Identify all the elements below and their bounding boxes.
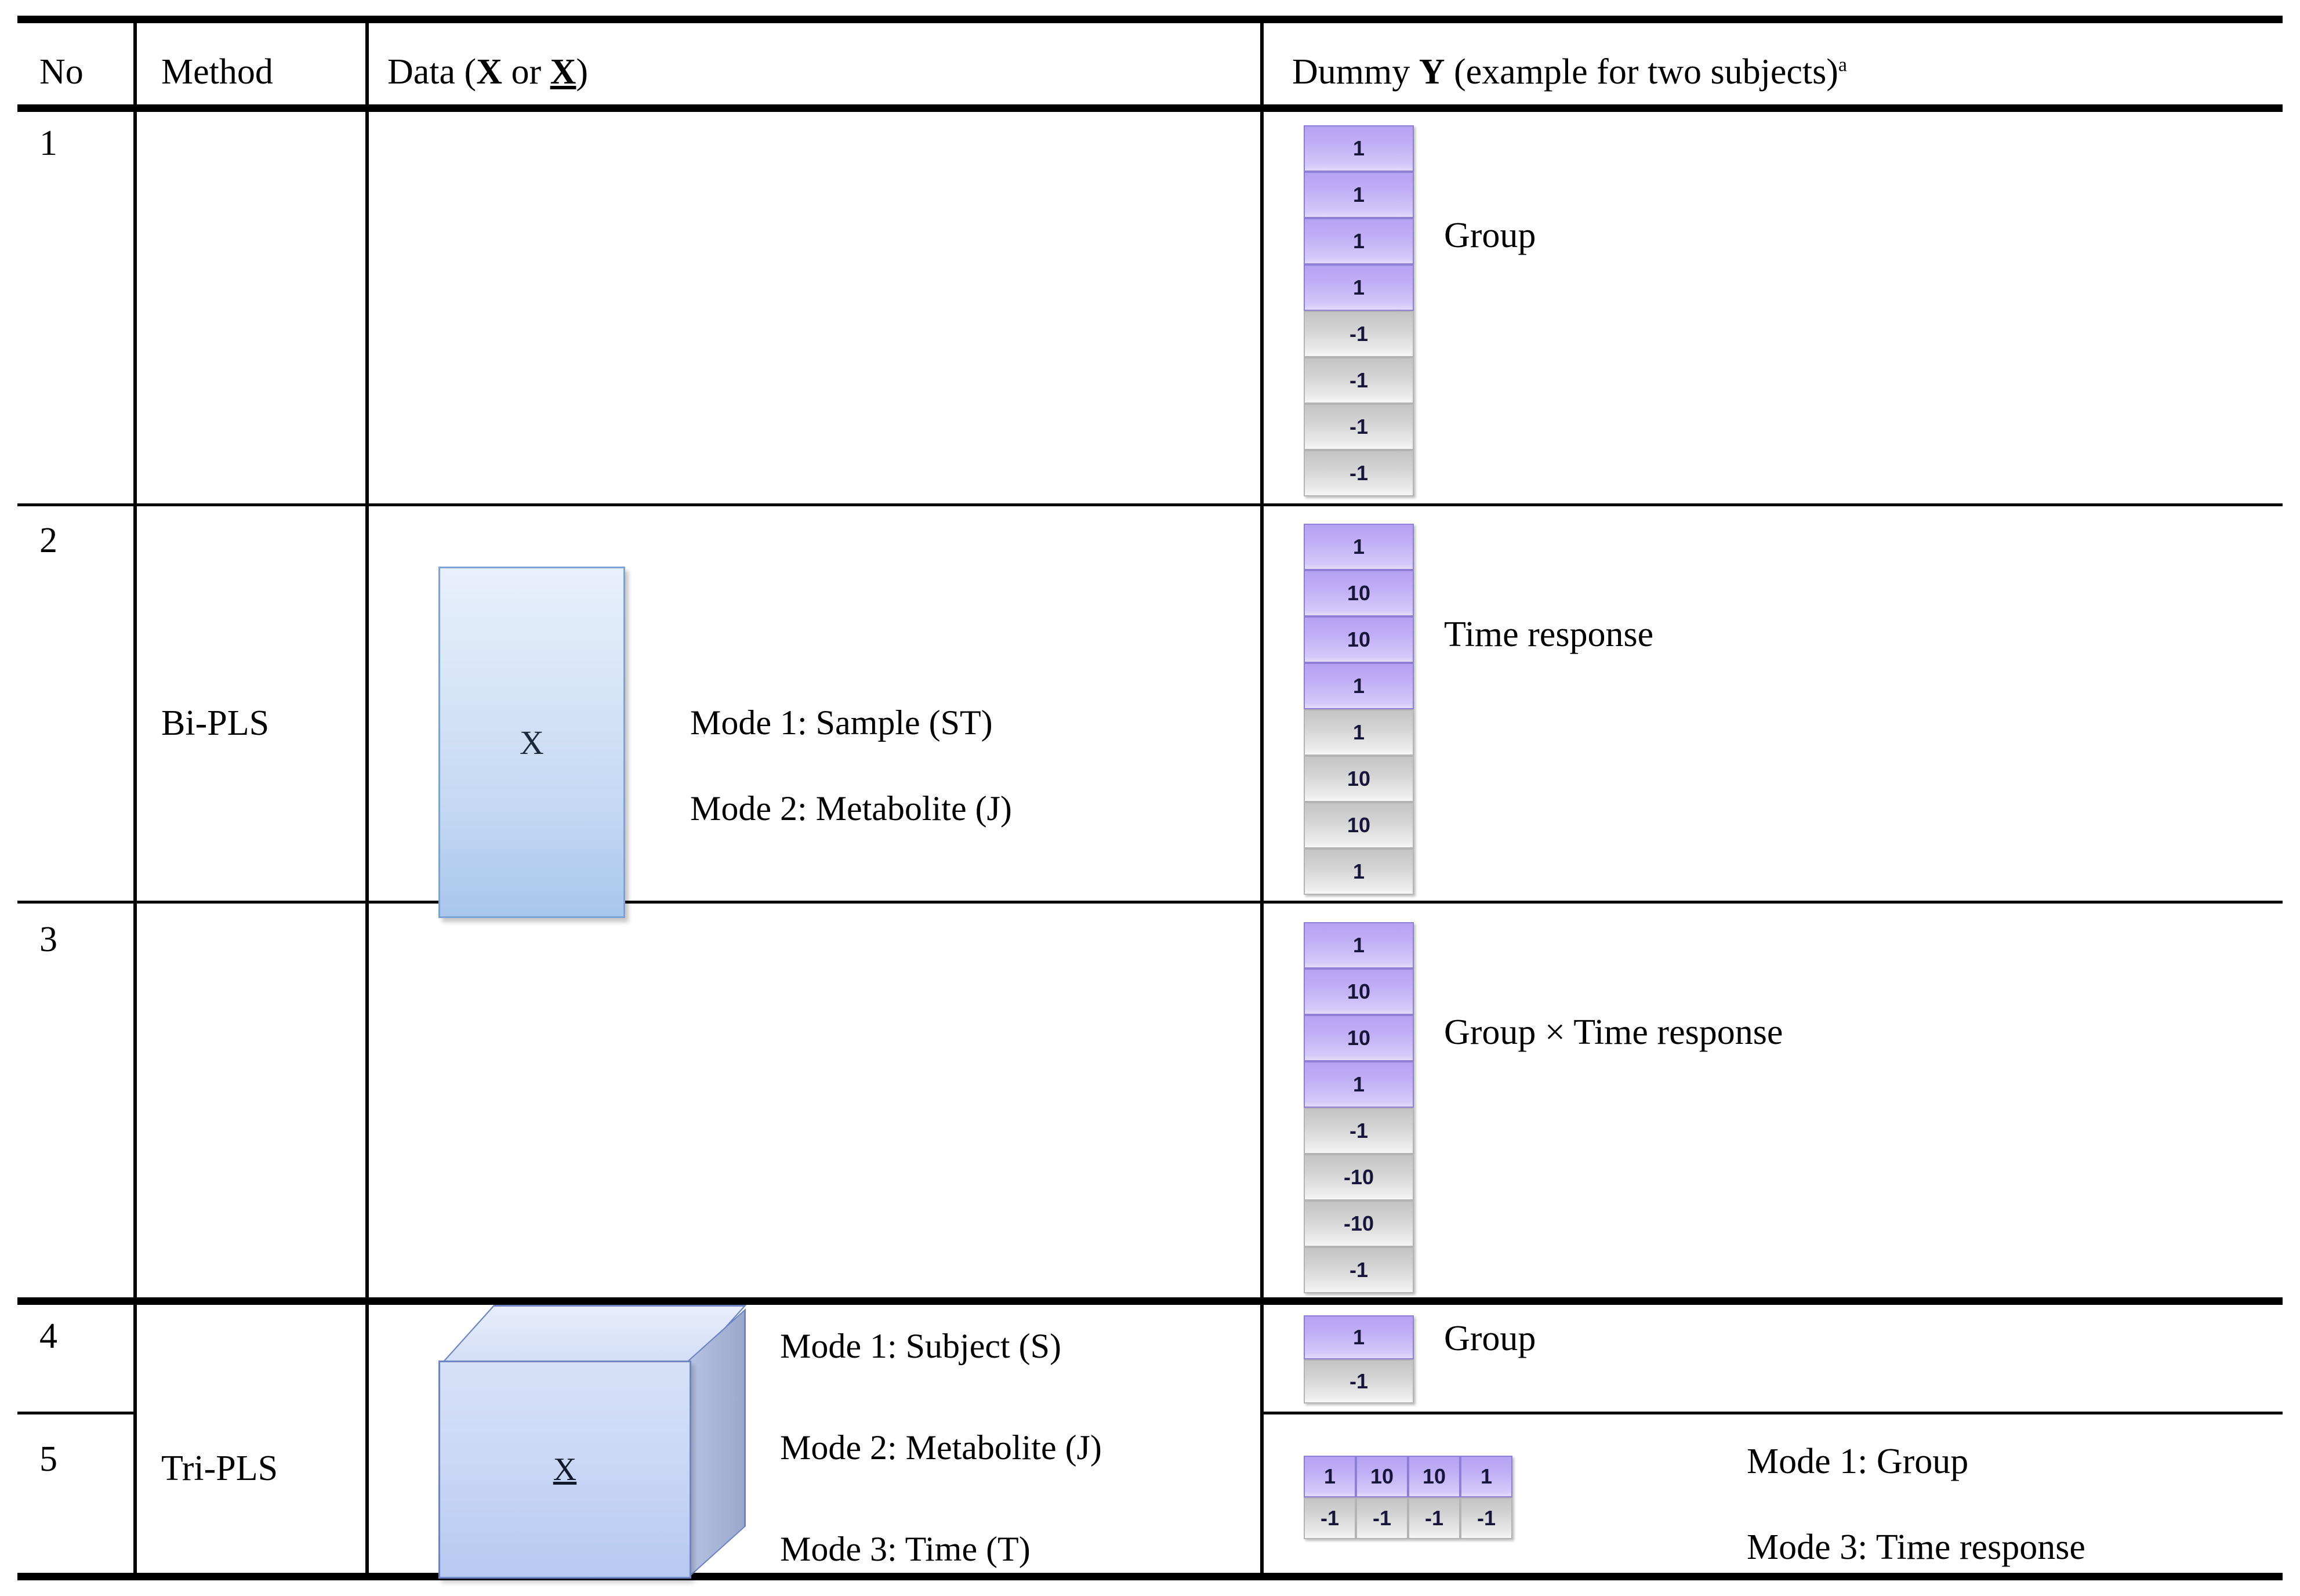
dummy-y-cell: 1 [1304,1456,1356,1497]
dummy-y-cell: -1 [1356,1497,1408,1539]
cube-front-face: X [438,1361,691,1579]
tri-pls-mode-3: Mode 3: Time (T) [780,1530,1031,1568]
dummy-y-label-row2: Time response [1444,615,1654,654]
dummy-y-cell: -1 [1408,1497,1460,1539]
dummy-y-cell: 10 [1304,802,1414,848]
header-dummy-footnote-marker: a [1838,54,1847,76]
method-tri-pls: Tri-PLS [161,1449,278,1488]
cube-x-symbol: X [553,1452,577,1488]
rule-row2-row3 [17,901,2283,904]
dummy-y-cell: -1 [1304,357,1414,404]
dummy-y-cell: -1 [1304,450,1414,496]
header-dummy-bold-y: Y [1419,52,1445,92]
dummy-y-label-row5-mode3: Mode 3: Time response [1747,1528,2085,1567]
dummy-y-cell: 1 [1304,1061,1414,1108]
dummy-y-label-row1: Group [1444,216,1536,255]
dummy-y-cell: 1 [1304,663,1414,709]
dummy-y-column-row1: 1 1 1 1 -1 -1 -1 -1 [1304,125,1414,496]
matrix-x-symbol: X [520,723,544,761]
header-data: Data (X or X) [387,53,588,91]
bi-pls-mode-1: Mode 1: Sample (ST) [690,703,993,742]
dummy-y-cell: 10 [1304,570,1414,616]
row-number-5: 5 [39,1439,57,1479]
dummy-y-cell: 10 [1304,756,1414,802]
rule-row4-row5-right [1260,1412,2283,1414]
dummy-y-cell: 1 [1304,264,1414,311]
dummy-y-cell: -1 [1304,1108,1414,1154]
rule-col-data-dummy [1260,22,1264,1573]
dummy-y-cell: 1 [1304,848,1414,895]
dummy-y-cell: 10 [1304,1015,1414,1061]
dummy-y-cell: 1 [1304,709,1414,756]
rule-col-method-data [365,22,369,1573]
dummy-y-cell: -10 [1304,1200,1414,1247]
method-bi-pls: Bi-PLS [161,703,270,743]
row-number-3: 3 [39,920,57,959]
dummy-y-cell: -1 [1304,404,1414,450]
dummy-y-cell: -1 [1304,1247,1414,1293]
rule-row1-row2 [17,503,2283,506]
dummy-y-cell: -1 [1304,1497,1356,1539]
header-data-or: or [502,52,550,92]
dummy-y-cell: 1 [1304,125,1414,172]
dummy-y-cell: 1 [1304,922,1414,969]
dummy-y-cell: -1 [1304,311,1414,357]
dummy-y-label-row3: Group × Time response [1444,1013,1783,1052]
dummy-y-cell: 1 [1460,1456,1512,1497]
header-dummy-rest: (example for two subjects) [1445,52,1838,92]
rule-row4-row5-left [17,1412,133,1414]
header-method: Method [161,52,273,92]
dummy-y-cell: 1 [1304,172,1414,218]
dummy-y-column-row3: 1 10 10 1 -1 -10 -10 -1 [1304,922,1414,1293]
header-dummy-prefix: Dummy [1292,52,1419,92]
header-no: No [39,52,84,92]
row-number-2: 2 [39,521,57,560]
dummy-y-cell: 1 [1304,524,1414,570]
dummy-y-cell: 10 [1304,616,1414,663]
header-data-underlined-x: X [550,52,576,92]
header-data-suffix: ) [576,52,589,92]
dummy-y-cell: 10 [1356,1456,1408,1497]
rule-bottom-border [17,1573,2283,1580]
data-cube-x: X [438,1305,752,1583]
dummy-y-grid-row-purple: 1 10 10 1 [1304,1456,1512,1497]
bi-pls-mode-2: Mode 2: Metabolite (J) [690,789,1012,828]
dummy-y-column-row2: 1 10 10 1 1 10 10 1 [1304,524,1414,895]
dummy-y-cell: 10 [1408,1456,1460,1497]
tri-pls-mode-2: Mode 2: Metabolite (J) [780,1428,1102,1467]
row-number-4: 4 [39,1316,57,1356]
rule-row3-row4 [17,1297,2283,1305]
tri-pls-mode-1: Mode 1: Subject (S) [780,1327,1061,1365]
data-matrix-x: X [438,567,625,918]
dummy-y-label-row4: Group [1444,1319,1536,1358]
dummy-y-cell: -10 [1304,1154,1414,1200]
dummy-y-cell: 1 [1304,1315,1414,1359]
row-number-1: 1 [39,124,57,163]
dummy-y-cell: 1 [1304,218,1414,264]
dummy-y-label-row5-mode1: Mode 1: Group [1747,1442,1969,1481]
dummy-y-grid-row-gray: -1 -1 -1 -1 [1304,1497,1512,1539]
header-dummy-y: Dummy Y (example for two subjects)a [1292,53,1847,91]
rule-top-border [17,16,2283,23]
header-data-bold-x: X [476,52,502,92]
rule-header-bottom [17,104,2283,112]
header-data-prefix: Data ( [387,52,477,92]
dummy-y-column-row4: 1 -1 [1304,1315,1414,1403]
rule-col-no-method [133,22,137,1573]
dummy-y-cell: -1 [1460,1497,1512,1539]
dummy-y-cell: -1 [1304,1359,1414,1403]
dummy-y-grid-row5: 1 10 10 1 -1 -1 -1 -1 [1304,1456,1512,1539]
dummy-y-cell: 10 [1304,969,1414,1015]
